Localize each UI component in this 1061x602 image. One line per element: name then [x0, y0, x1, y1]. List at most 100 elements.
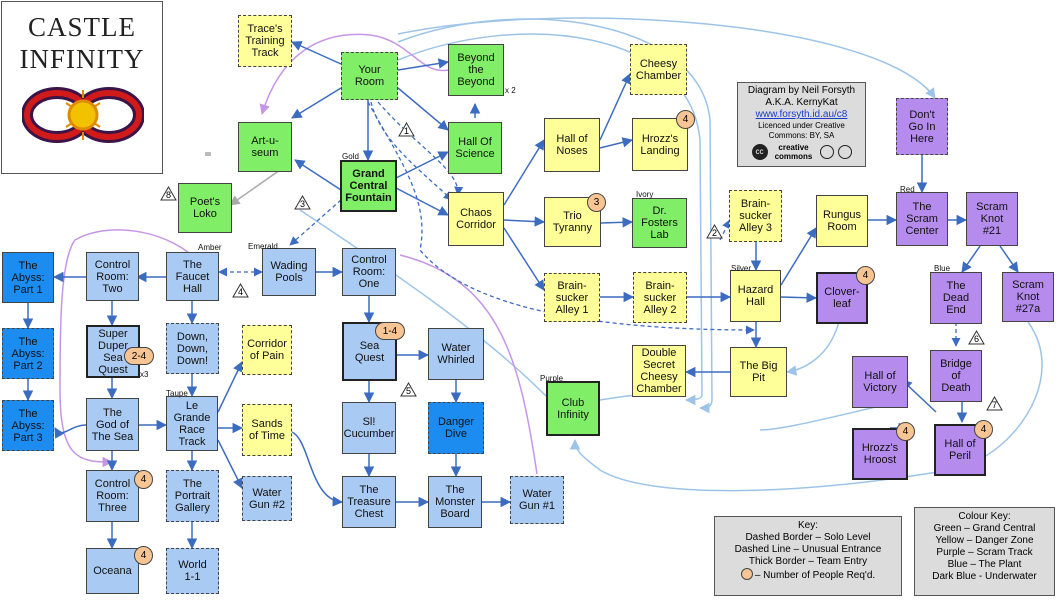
node-cheesy-chamber[interactable]: Cheesy Chamber: [630, 44, 687, 95]
node-the-faucet-hall[interactable]: The Faucet Hall: [166, 252, 219, 301]
tag-emerald: Emerald: [248, 242, 278, 251]
node-brain-sucker-alley-2[interactable]: Brain- sucker Alley 2: [633, 272, 687, 323]
credit-box: Diagram by Neil Forsyth A.K.A. KernyKat …: [737, 82, 866, 167]
node-down-down-down[interactable]: Down, Down, Down!: [166, 323, 219, 374]
node-the-treasure-chest[interactable]: The Treasure Chest: [342, 476, 396, 528]
node-control-room-two[interactable]: Control Room: Two: [86, 252, 139, 301]
colour-key-title: Colour Key:: [958, 511, 1011, 522]
node-the-dead-end[interactable]: The Dead End: [930, 272, 982, 324]
node-dont-go-in-here[interactable]: Don't Go In Here: [896, 98, 948, 155]
node-the-portrait-gallery[interactable]: The Portrait Gallery: [166, 470, 219, 522]
tag-ivory: Ivory: [636, 190, 654, 199]
node-water-gun-1[interactable]: Water Gun #1: [510, 476, 564, 524]
node-beyond-the-beyond[interactable]: Beyond the Beyond: [448, 44, 504, 96]
colour-key-blue: Blue – The Plant: [947, 559, 1022, 570]
people-badge-hrozzs-hroost: 4: [896, 422, 915, 441]
node-sl-cucumber[interactable]: Sl! Cucumber: [342, 402, 396, 454]
tag-amber: Amber: [198, 243, 222, 252]
key-box: Key: Dashed Border – Solo Level Dashed L…: [714, 516, 902, 596]
node-world-1-1[interactable]: World 1-1: [166, 548, 219, 594]
triangle-marker-2: 2: [706, 223, 723, 239]
credit-licence-1: Licenced under Creative: [758, 121, 845, 130]
node-grand-central-fountain[interactable]: Grand Central Fountain: [340, 160, 397, 212]
node-hazard-hall[interactable]: Hazard Hall: [730, 270, 781, 322]
triangle-marker-1: 1: [398, 121, 415, 137]
tag-gold: Gold: [342, 152, 359, 161]
node-the-monster-board[interactable]: The Monster Board: [428, 476, 482, 528]
node-the-abyss-part-3[interactable]: The Abyss: Part 3: [2, 400, 54, 451]
node-double-secret-cheesy-chamber[interactable]: Double Secret Cheesy Chamber: [632, 345, 686, 397]
node-your-room[interactable]: Your Room: [341, 52, 398, 100]
node-control-room-three[interactable]: Control Room: Three: [86, 470, 139, 522]
node-poets-loko[interactable]: Poet's Loko: [178, 183, 232, 233]
triangle-marker-6: 6: [968, 329, 985, 345]
cc-icon: cc: [751, 144, 768, 160]
colour-key-box: Colour Key: Green – Grand Central Yellow…: [914, 507, 1055, 596]
people-badge-super-duper-sea-quest: 2-4: [124, 347, 154, 365]
node-brain-sucker-alley-1[interactable]: Brain- sucker Alley 1: [544, 273, 600, 322]
node-oceana[interactable]: Oceana: [86, 548, 139, 594]
node-art-u-seum[interactable]: Art-u- seum: [238, 122, 292, 172]
logo-line-1: CASTLE: [27, 12, 136, 42]
colour-key-purple: Purple – Scram Track: [936, 547, 1033, 558]
node-chaos-corridor[interactable]: Chaos Corridor: [448, 192, 504, 246]
node-water-gun-2[interactable]: Water Gun #2: [242, 476, 292, 521]
credit-licence-2: Commons: BY, SA: [768, 131, 835, 140]
node-wading-pools[interactable]: Wading Pools: [262, 248, 316, 296]
node-club-infinity[interactable]: Club Infinity: [546, 381, 600, 436]
people-badge-trio-tyranny: 3: [587, 193, 606, 212]
tag-red: Red: [900, 185, 915, 194]
node-super-duper-sea-quest[interactable]: Super Duper Sea Quest: [86, 325, 140, 378]
node-control-room-one[interactable]: Control Room: One: [342, 248, 396, 296]
node-danger-dive[interactable]: Danger Dive: [428, 402, 484, 454]
node-hall-of-victory[interactable]: Hall of Victory: [852, 356, 908, 408]
node-rungus-room[interactable]: Rungus Room: [816, 195, 868, 247]
people-badge-clover-leaf: 4: [856, 266, 875, 285]
colour-key-yellow: Yellow – Danger Zone: [935, 535, 1034, 546]
node-hall-of-noses[interactable]: Hall of Noses: [544, 118, 600, 172]
node-brain-sucker-alley-3[interactable]: Brain- sucker Alley 3: [729, 190, 782, 242]
colour-key-green: Green – Grand Central: [933, 523, 1036, 534]
sa-icon: [837, 145, 852, 159]
tag-taupe: Taupe: [166, 389, 188, 398]
node-hrozzs-hroost[interactable]: Hrozz's Hroost: [852, 428, 908, 480]
cc-label: creative commons: [774, 143, 813, 161]
node-the-abyss-part-2[interactable]: The Abyss: Part 2: [2, 328, 54, 379]
people-badge-control-room-three: 4: [134, 470, 153, 489]
tag-purple: Purple: [540, 374, 564, 383]
people-badge-hrozzs-landing: 4: [676, 110, 695, 129]
node-scram-knot-27a[interactable]: Scram Knot #27a: [1002, 272, 1054, 322]
tag-silver: Silver: [731, 264, 752, 273]
small-square-marker: [205, 152, 211, 156]
key-circle-row: – Number of People Req'd.: [715, 568, 901, 582]
node-dr-fosters-lab[interactable]: Dr. Fosters Lab: [632, 198, 687, 248]
node-the-scram-center[interactable]: The Scram Center: [896, 192, 948, 246]
credit-link[interactable]: www.forsyth.id.au/c8: [755, 109, 848, 120]
node-sands-of-time[interactable]: Sands of Time: [242, 404, 292, 456]
people-badge-sea-quest: 1-4: [375, 322, 405, 340]
key-circle: – Number of People Req'd.: [754, 570, 876, 581]
node-le-grande-race-track[interactable]: Le Grande Race Track: [166, 396, 218, 451]
node-water-whirled[interactable]: Water Whirled: [428, 328, 484, 380]
node-bridge-of-death[interactable]: Bridge of Death: [930, 350, 982, 402]
people-circle-icon: [740, 568, 753, 580]
node-clover-leaf[interactable]: Clover- leaf: [816, 272, 868, 324]
logo-line-2: INFINITY: [19, 44, 145, 74]
triangle-marker-7: 7: [986, 395, 1003, 411]
triangle-marker-8: 8: [160, 185, 177, 201]
node-the-big-pit[interactable]: The Big Pit: [730, 347, 787, 397]
people-badge-hall-of-peril: 4: [974, 420, 993, 439]
node-scram-knot-21[interactable]: Scram Knot #21: [966, 192, 1018, 246]
node-traces-training-track[interactable]: Trace's Training Track: [238, 15, 292, 67]
cc-badge: cc creative commons: [738, 143, 865, 161]
castle-infinity-logo: CASTLE INFINITY: [1, 1, 163, 174]
node-trio-tyranny[interactable]: Trio Tyranny: [544, 197, 601, 247]
node-hall-of-science[interactable]: Hall Of Science: [448, 122, 502, 174]
tag-x2: x 2: [505, 86, 516, 95]
node-the-god-of-the-sea[interactable]: The God of The Sea: [86, 398, 139, 451]
node-the-abyss-part-1[interactable]: The Abyss: Part 1: [2, 252, 54, 303]
node-corridor-of-pain[interactable]: Corridor of Pain: [242, 325, 292, 375]
triangle-marker-5: 5: [400, 381, 417, 397]
by-icon: [819, 145, 834, 159]
